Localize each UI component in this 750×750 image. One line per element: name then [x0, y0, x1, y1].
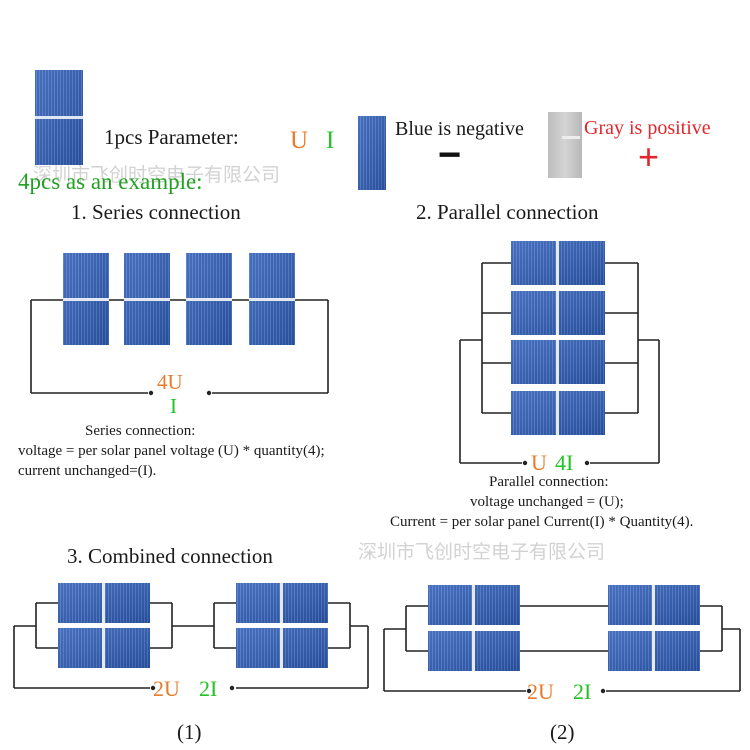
parallel-title: 2. Parallel connection: [416, 200, 599, 224]
blue-negative-label: Blue is negative: [395, 118, 524, 140]
combined-panel: [58, 583, 150, 623]
watermark-middle: 深圳市飞创时空电子有限公司: [358, 541, 606, 563]
series-panel: [124, 253, 170, 345]
voltage-symbol: U: [290, 127, 309, 154]
series-panel: [186, 253, 232, 345]
series-panel: [249, 253, 295, 345]
positive-side-panel: [548, 112, 582, 178]
negative-side-panel: [358, 116, 386, 190]
combined-1-current-label: 2I: [199, 676, 218, 701]
series-current-label: I: [170, 394, 177, 418]
current-symbol: I: [326, 127, 335, 154]
parallel-circuit: [459, 241, 660, 466]
parallel-desc-line-3: Current = per solar panel Current(I) * Q…: [390, 514, 694, 530]
combined-panel: [58, 628, 150, 668]
series-voltage-label: 4U: [157, 370, 183, 394]
combined-panel: [608, 631, 700, 671]
series-desc-line-3: current unchanged=(I).: [18, 463, 157, 479]
combined-circuit-2: [383, 585, 741, 694]
series-panel: [63, 253, 109, 345]
combined-panel: [428, 631, 520, 671]
combined-2-current-label: 2I: [573, 679, 592, 704]
combined-panel: [236, 628, 328, 668]
minus-sign: −: [438, 133, 462, 177]
parallel-panel: [511, 391, 605, 435]
combined-caption-2: (2): [550, 720, 575, 744]
parallel-desc-line-1: Parallel connection:: [489, 474, 609, 490]
parallel-panel: [511, 241, 605, 285]
example-label: 4pcs as an example:: [18, 169, 203, 194]
combined-panel: [236, 583, 328, 623]
sample-panel: [35, 70, 83, 165]
combined-caption-1: (1): [177, 720, 202, 744]
series-desc-line-1: Series connection:: [85, 423, 196, 439]
parallel-current-label: 4I: [555, 450, 574, 475]
combined-circuit-1: [13, 583, 369, 691]
parallel-voltage-label: U: [531, 450, 547, 475]
combined-title: 3. Combined connection: [67, 544, 273, 568]
series-title: 1. Series connection: [71, 200, 241, 224]
series-desc-line-2: voltage = per solar panel voltage (U) * …: [18, 443, 325, 459]
parallel-desc-line-2: voltage unchanged = (U);: [470, 494, 624, 510]
combined-2-voltage-label: 2U: [527, 679, 554, 704]
plus-sign: +: [638, 136, 660, 177]
parallel-panel: [511, 340, 605, 384]
parallel-panel: [511, 291, 605, 335]
combined-panel: [608, 585, 700, 625]
gray-positive-label: Gray is positive: [584, 117, 711, 139]
combined-1-voltage-label: 2U: [153, 676, 180, 701]
watermark-top: 深圳市飞创时空电子有限公司: [33, 164, 281, 186]
param-label: 1pcs Parameter:: [104, 125, 239, 149]
series-circuit: [30, 253, 329, 396]
combined-panel: [428, 585, 520, 625]
